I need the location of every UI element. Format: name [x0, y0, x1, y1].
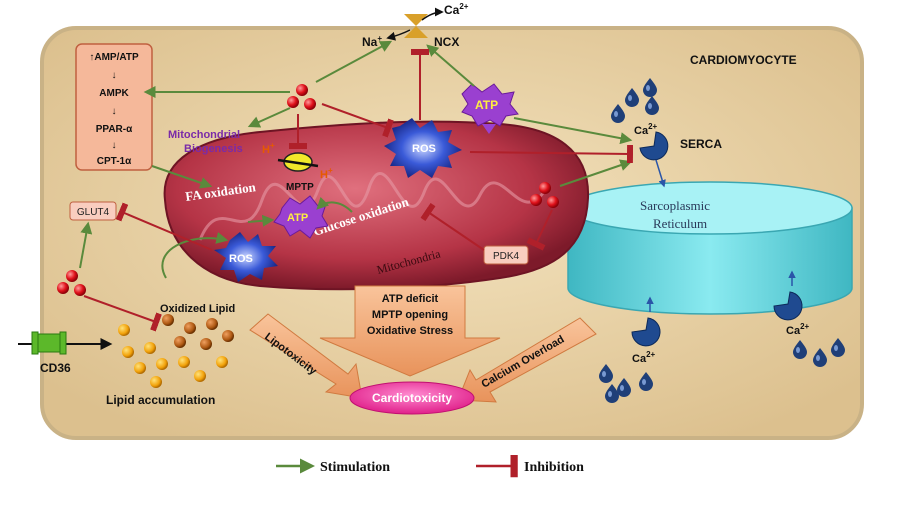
- ros-mito-label: ROS: [229, 253, 253, 265]
- legend-inhibition-label: Inhibition: [524, 460, 584, 475]
- atp-mito-badge: [273, 195, 329, 239]
- lipid-accumulation-droplets: [118, 324, 228, 388]
- cd36-transporter-icon: [31, 331, 67, 355]
- atp-top-label: ATP: [475, 98, 498, 112]
- outcome-line: Oxidative Stress: [367, 325, 453, 337]
- serca-pump-icon: [639, 131, 669, 161]
- cd36-label: CD36: [40, 361, 71, 375]
- na-arrow: [386, 29, 411, 41]
- h-left-label: H+: [262, 141, 275, 156]
- stimulation-arrows: [79, 40, 633, 279]
- outcome-arrow-shape: [319, 285, 501, 377]
- serca-flux-arrow: [655, 159, 666, 188]
- ampk-pathway-list: ↑AMP/ATP ↓ AMPK ↓ PPAR-α ↓ CPT-1α: [89, 52, 139, 167]
- glut4-label: GLUT4: [77, 207, 110, 218]
- mptp-pore-icon: [277, 152, 319, 172]
- legend-stimulation-label: Stimulation: [320, 460, 390, 475]
- ros-mito-burst: [214, 232, 278, 282]
- ca-sr-left-label: Ca2+: [632, 350, 656, 365]
- calcium-overload-arrow: [457, 317, 597, 403]
- mptp-label: MPTP: [286, 182, 314, 193]
- serca-ca-label: Ca2+: [634, 122, 658, 137]
- mito-biogenesis-line2: Biogenesis: [184, 143, 243, 155]
- ros-top-label: ROS: [412, 143, 436, 155]
- cell-label: CARDIOMYOCYTE: [690, 53, 797, 67]
- ampk-pathway-box: [75, 43, 153, 171]
- ampk-step: ↓: [112, 106, 117, 117]
- na-label: Na+: [362, 34, 382, 49]
- sr-pump-left-icon: [631, 317, 661, 347]
- lipid-accumulation-label: Lipid accumulation: [106, 393, 215, 407]
- oxidized-lipid-label: Oxidized Lipid: [160, 303, 235, 315]
- ca-sr-right-label: Ca2+: [786, 322, 810, 337]
- pdk4-label: PDK4: [493, 251, 520, 262]
- lipotoxicity-arrow: [249, 313, 363, 399]
- pdk4-box: [483, 245, 529, 265]
- serca-label: SERCA: [680, 137, 722, 151]
- ca-arrow: [421, 7, 444, 21]
- atp-top-badge: [461, 83, 519, 134]
- ampk-step: ↓: [112, 70, 117, 81]
- ampk-step: CPT-1α: [97, 156, 132, 167]
- sarcoplasmic-reticulum: [567, 181, 853, 315]
- inhibition-lines: [83, 49, 634, 332]
- ncx-label: NCX: [434, 35, 459, 49]
- ampk-step: AMPK: [99, 88, 129, 99]
- outcome-line: MPTP opening: [372, 309, 448, 321]
- ca-top-label: Ca2+: [444, 2, 469, 17]
- cardiotoxicity-label: Cardiotoxicity: [372, 391, 452, 405]
- legend: Stimulation Inhibition: [276, 454, 584, 478]
- cardiotoxicity-badge: [349, 381, 475, 415]
- ncx-exchanger-icon: [404, 14, 428, 38]
- mito-biogenesis-line1: Mitochondrial: [168, 129, 240, 141]
- outcome-line: ATP deficit: [382, 293, 439, 305]
- sr-label-line1: Sarcoplasmic: [640, 198, 710, 213]
- sr-pump-right-icon: [773, 291, 803, 321]
- h-right-label: H+: [320, 166, 333, 181]
- sr-label-line2: Reticulum: [653, 216, 707, 231]
- oxidized-lipid-droplets: [162, 314, 234, 350]
- ampk-step: ↓: [112, 140, 117, 151]
- ros-top-burst: [384, 118, 462, 178]
- ampk-step: PPAR-α: [96, 124, 133, 135]
- ampk-step: ↑AMP/ATP: [89, 52, 139, 63]
- atp-mito-label: ATP: [287, 212, 308, 224]
